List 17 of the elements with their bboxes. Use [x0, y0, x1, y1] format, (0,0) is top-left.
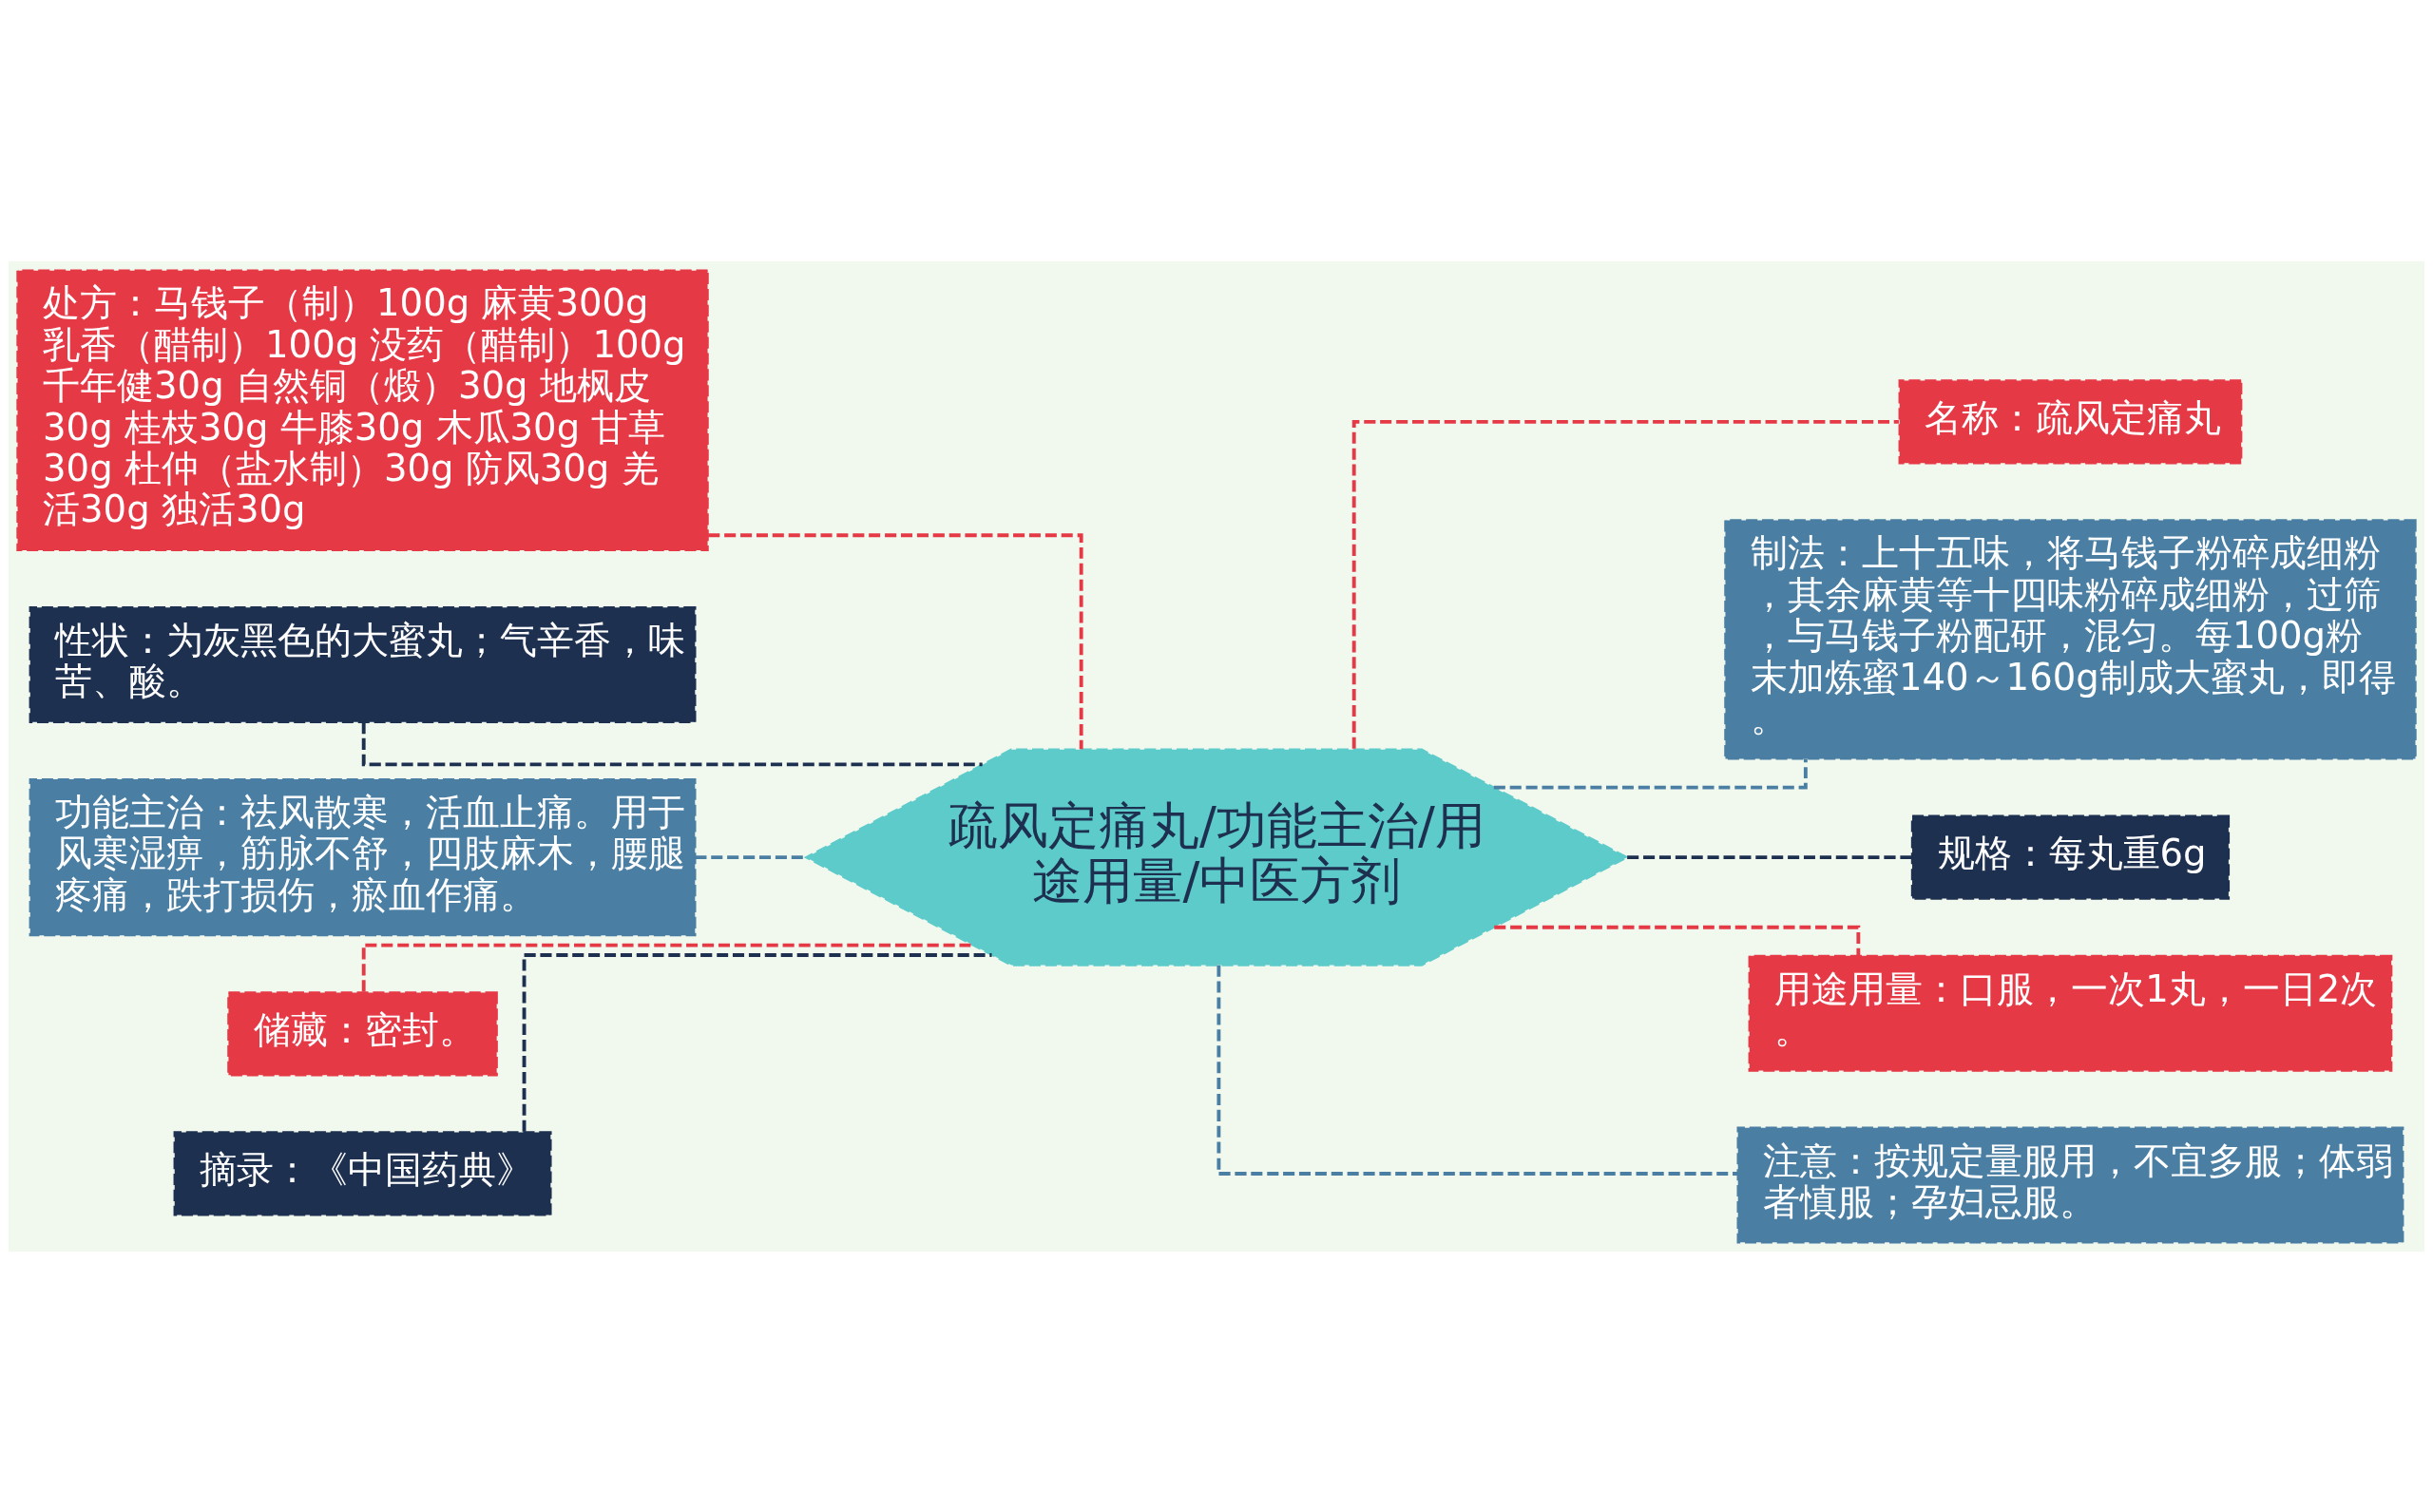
node-box: 用途用量：口服，一次1丸，一日2次。 — [1748, 954, 2393, 1072]
node-box: 规格：每丸重6g — [1910, 814, 2231, 900]
node-box: 名称：疏风定痛丸 — [1898, 378, 2243, 464]
connector — [361, 721, 983, 766]
node-box: 制法：上十五味，将马钱子粉碎成细粉，其余麻黄等十四味粉碎成细粉，过筛，与马钱子粉配研，混匀。每100g粉末加炼蜜140～160g制成大蜜丸，即得。 — [1724, 518, 2417, 760]
node-box: 功能主治：祛风散寒，活血止痛。用于风寒湿痹，筋脉不舒，四肢麻木，腰腿疼痛，跌打损伤，瘀血作痛。 — [29, 777, 697, 936]
connector — [695, 854, 806, 859]
connector — [1351, 419, 1899, 749]
node-box: 处方：马钱子（制）100g 麻黄300g 乳香（醋制）100g 没药（醋制）100g 千年健30g 自然铜（煅）30g 地枫皮30g 桂枝30g 牛膝30g 木瓜30g 甘草30g 杜仲（盐水制）30g 防风30g 羌活30g 独活30g — [16, 268, 709, 551]
node-box: 摘录：《中国药典》 — [173, 1130, 552, 1216]
connector — [708, 532, 1083, 749]
node-box: 性状：为灰黑色的大蜜丸；气辛香，味苦、酸。 — [29, 605, 697, 723]
connector — [1216, 965, 1738, 1176]
node-box: 注意：按规定量服用，不宜多服；体弱者慎服；孕妇忌服。 — [1736, 1126, 2404, 1244]
connector — [1627, 854, 1912, 859]
node-box: 储藏：密封。 — [227, 990, 498, 1076]
connector — [522, 952, 992, 1132]
